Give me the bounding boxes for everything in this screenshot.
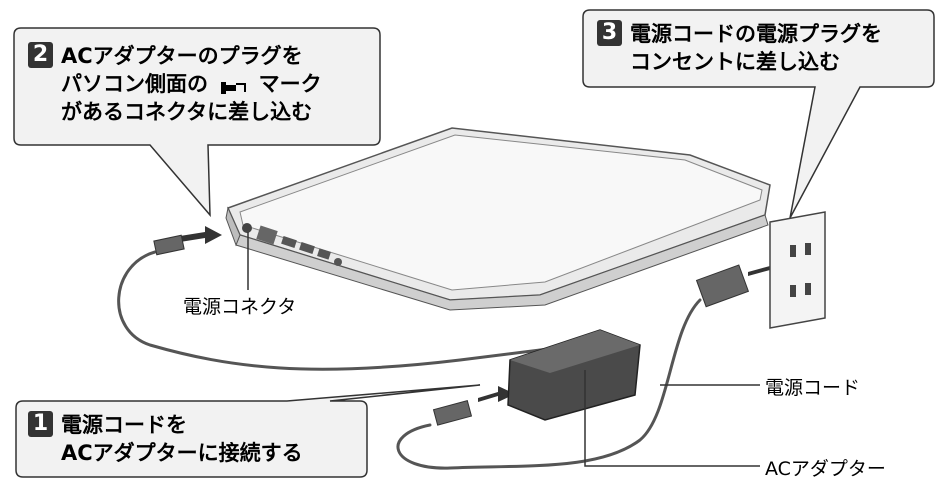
- step1-badge: 1: [28, 411, 53, 437]
- step2-badge: 2: [28, 42, 53, 68]
- step1-line1: 電源コードを: [61, 413, 187, 437]
- wall-outlet: [769, 211, 826, 329]
- ac-adapter-cable: [117, 250, 702, 470]
- label-power-connector: 電源コネクタ: [183, 296, 297, 318]
- leader-lines: [247, 232, 760, 467]
- step1-line2: ACアダプターに接続する: [61, 441, 303, 465]
- dc-in-icon: [219, 76, 247, 94]
- label-power-cord: 電源コード: [765, 377, 861, 399]
- laptop: [225, 127, 771, 311]
- step3-line2: コンセントに差し込む: [630, 50, 840, 74]
- ac-adapter-body: [507, 329, 641, 421]
- step2-line2a: パソコン側面の: [61, 72, 208, 96]
- step2-line1: ACアダプターのプラグを: [61, 44, 303, 68]
- step3-badge: 3: [597, 20, 622, 46]
- step2-text: 2 ACアダプターのプラグを パソコン側面の マーク があるコネクタに差し込む: [28, 42, 322, 126]
- label-ac-adapter: ACアダプター: [765, 458, 886, 480]
- plug-heads: [153, 234, 750, 426]
- step3-text: 3 電源コードの電源プラグを コンセントに差し込む: [597, 20, 882, 76]
- callout-3-bubble: [582, 9, 935, 219]
- step2-line2b: マーク: [258, 72, 322, 96]
- step3-line1: 電源コードの電源プラグを: [630, 22, 882, 46]
- step1-text: 1 電源コードを ACアダプターに接続する: [28, 411, 303, 467]
- callout-1-bubble: [15, 384, 481, 478]
- callout-2-bubble: [13, 27, 381, 218]
- step2-line3: があるコネクタに差し込む: [61, 100, 313, 124]
